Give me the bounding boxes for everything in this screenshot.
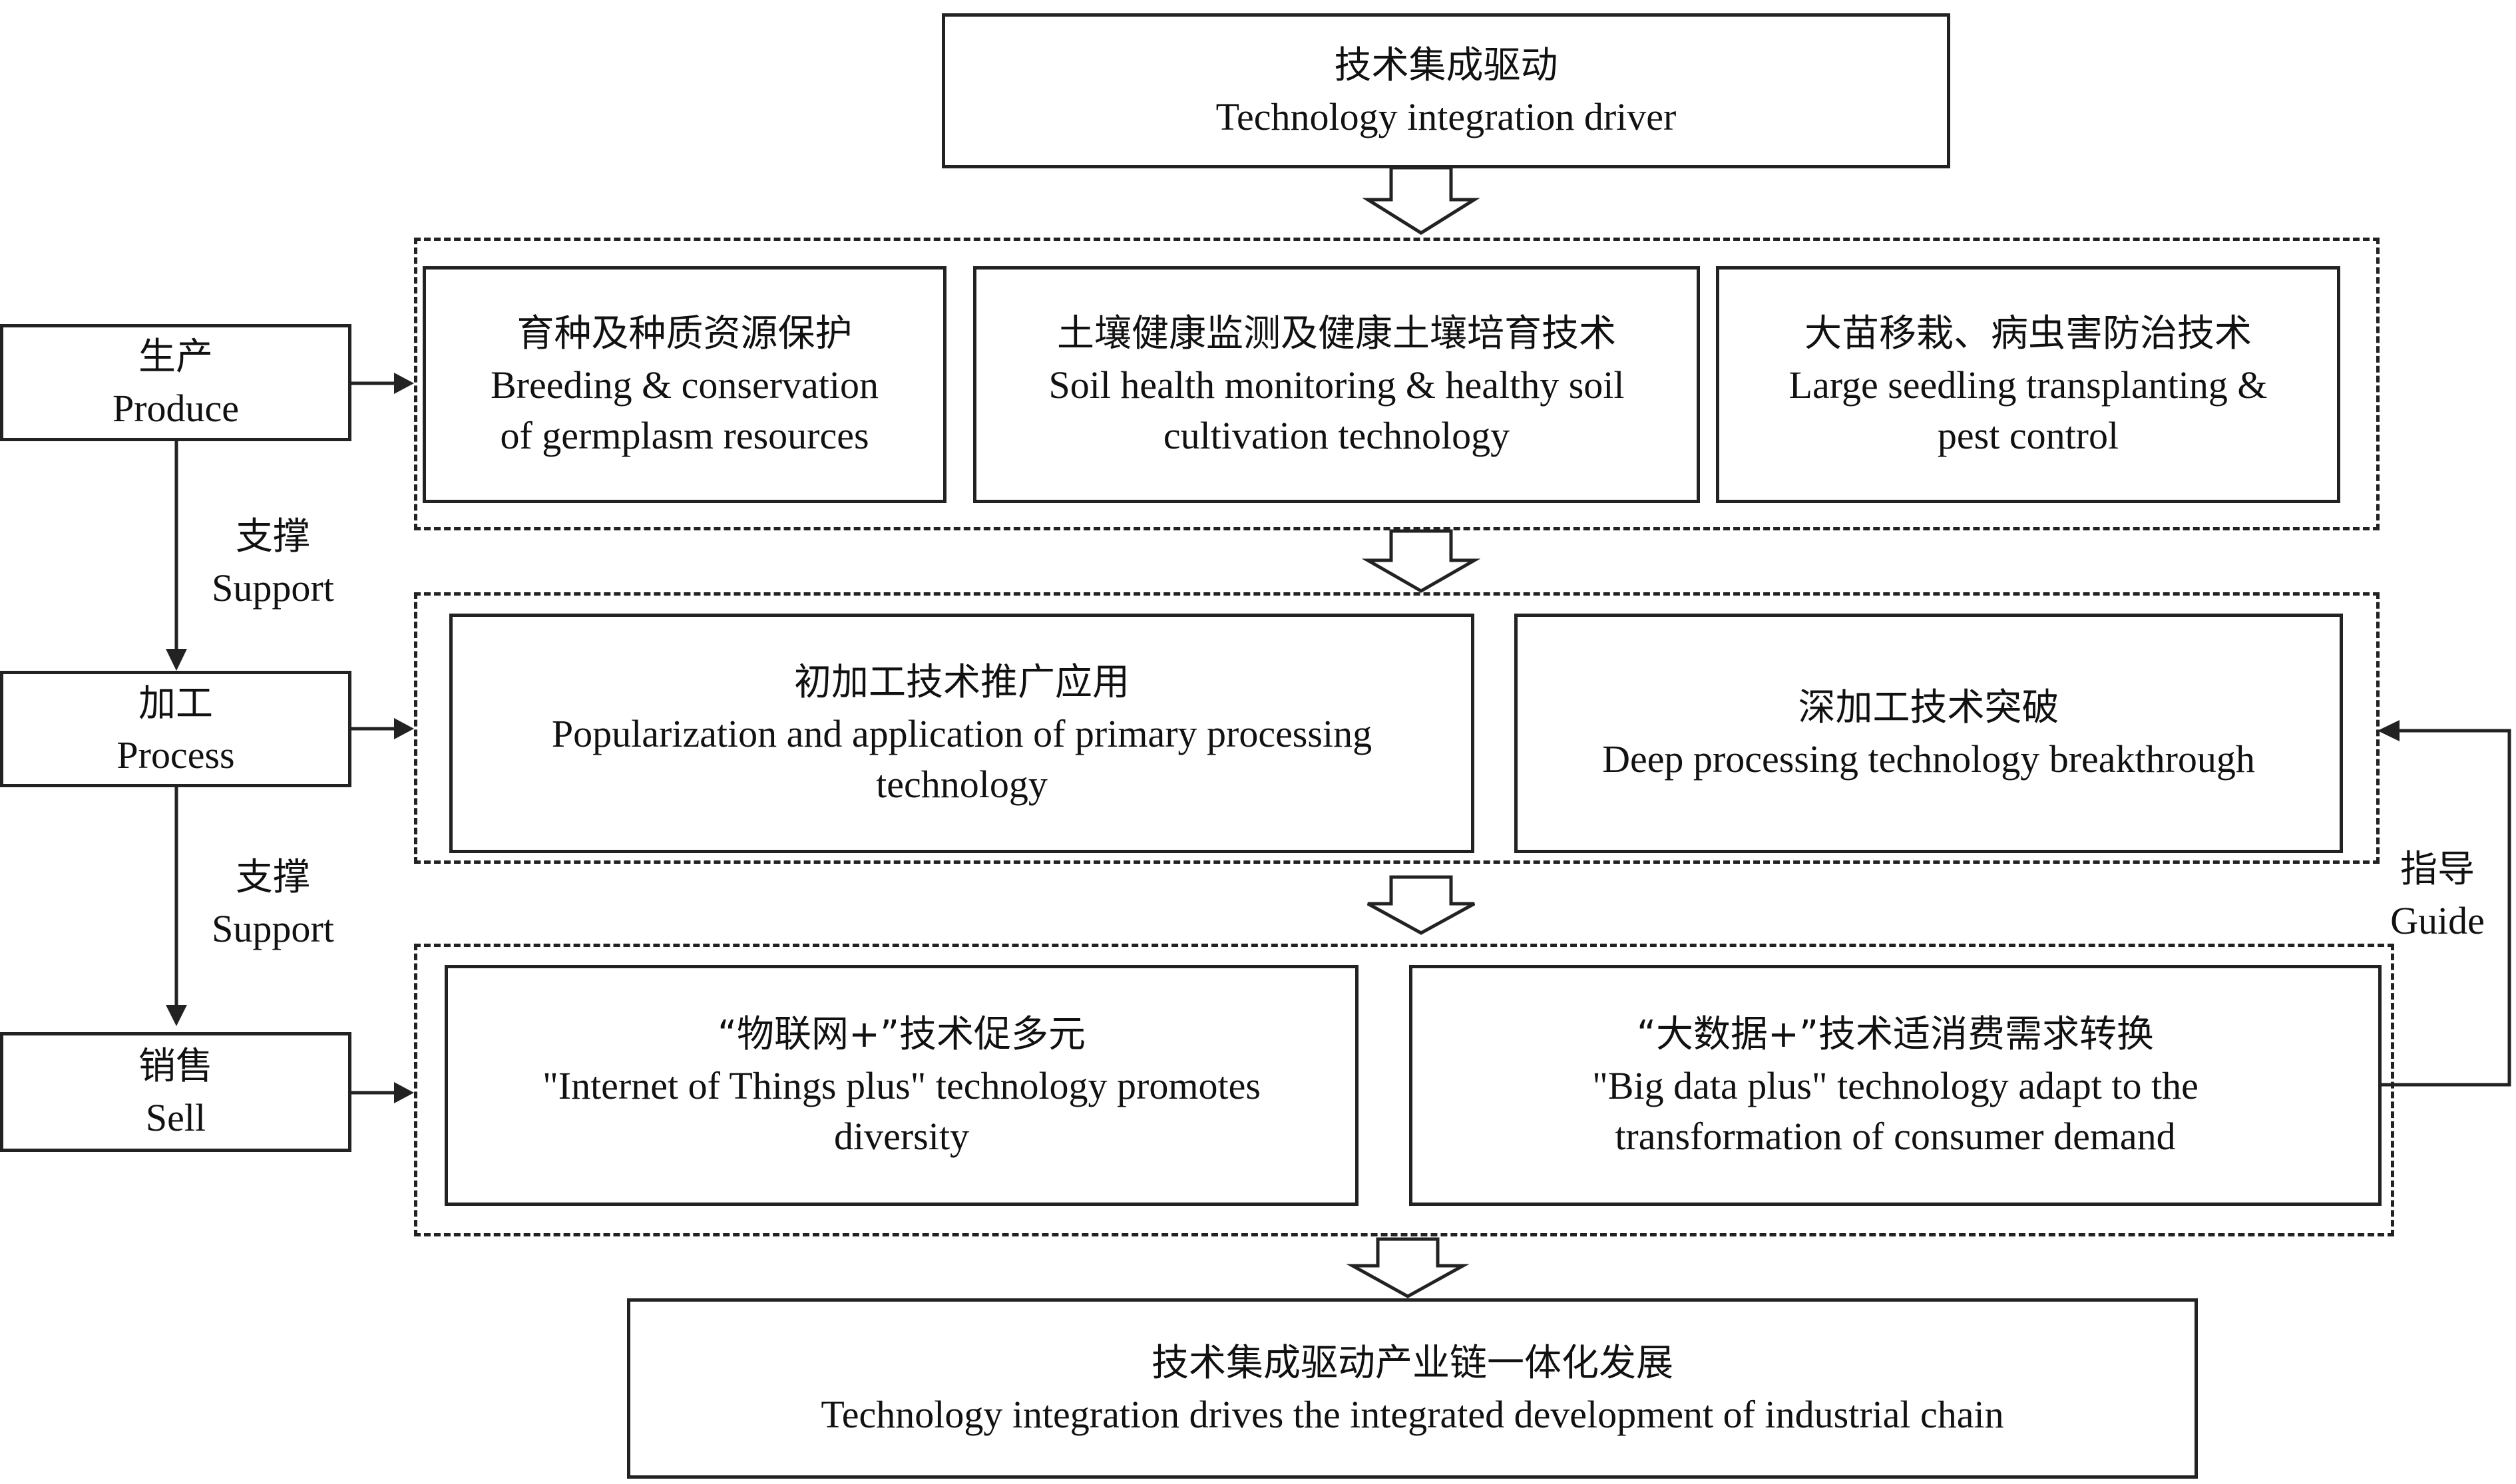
process-box: 加工 Process [0, 671, 351, 787]
flow-arrow-1 [1362, 166, 1480, 235]
sales-box-iot: “物联网+”技术促多元 "Internet of Things plus" te… [445, 965, 1359, 1206]
sales-box-bigdata: “大数据+”技术适消费需求转换 "Big data plus" technolo… [1409, 965, 2382, 1206]
support-label-2: 支撑 Support [196, 852, 349, 954]
produce-box: 生产 Produce [0, 324, 351, 441]
breeding-en-2: of germplasm resources [500, 414, 869, 457]
top-zh: 技术集成驱动 [1334, 43, 1558, 87]
primary-en-2: technology [876, 763, 1048, 806]
sales-technology-group [414, 944, 2394, 1236]
iot-zh: “物联网+”技术促多元 [718, 1013, 1086, 1056]
bottom-en: Technology integration drives the integr… [821, 1392, 2004, 1436]
support-1-zh: 支撑 [236, 515, 310, 558]
primary-en-1: Popularization and application of primar… [551, 712, 1372, 755]
process-arrow [350, 718, 414, 739]
breeding-zh: 育种及种质资源保护 [517, 312, 853, 355]
bigdata-en-2: transformation of consumer demand [1615, 1115, 2176, 1158]
production-box-breeding: 育种及种质资源保护 Breeding & conservation of ger… [423, 266, 946, 503]
bigdata-zh: “大数据+”技术适消费需求转换 [1637, 1013, 2154, 1056]
seedling-zh: 大苗移栽、病虫害防治技术 [1804, 312, 2252, 355]
seedling-en-2: pest control [1937, 414, 2119, 457]
process-zh: 加工 [138, 681, 213, 725]
support-1-en: Support [212, 566, 334, 610]
flow-arrow-4 [1346, 1237, 1470, 1298]
iot-en-1: "Internet of Things plus" technology pro… [542, 1064, 1261, 1107]
bigdata-en-1: "Big data plus" technology adapt to the [1592, 1064, 2199, 1107]
guide-label: 指导 Guide [2371, 844, 2504, 946]
production-box-soil: 土壤健康监测及健康土壤培育技术 Soil health monitoring &… [973, 266, 1700, 503]
support-arrow-2 [166, 787, 187, 1026]
breeding-en-1: Breeding & conservation [490, 363, 879, 407]
top-en: Technology integration driver [1215, 94, 1677, 138]
produce-arrow [350, 373, 414, 394]
support-2-en: Support [212, 907, 334, 950]
produce-zh: 生产 [138, 335, 213, 379]
soil-en-1: Soil health monitoring & healthy soil [1048, 363, 1625, 407]
sell-box: 销售 Sell [0, 1032, 351, 1152]
guide-en: Guide [2390, 899, 2485, 942]
deep-en-1: Deep processing technology breakthrough [1602, 737, 2255, 781]
production-technology-group [414, 238, 2380, 530]
processing-box-deep: 深加工技术突破 Deep processing technology break… [1514, 614, 2343, 853]
production-box-seedling: 大苗移栽、病虫害防治技术 Large seedling transplantin… [1716, 266, 2340, 503]
soil-zh: 土壤健康监测及健康土壤培育技术 [1057, 312, 1616, 355]
support-label-1: 支撑 Support [196, 511, 349, 614]
process-en: Process [116, 733, 235, 777]
seedling-en-1: Large seedling transplanting & [1788, 363, 2268, 407]
soil-en-2: cultivation technology [1163, 414, 1510, 457]
deep-zh: 深加工技术突破 [1798, 686, 2059, 729]
processing-technology-group [414, 592, 2380, 864]
sell-zh: 销售 [138, 1045, 213, 1088]
sell-arrow [350, 1082, 414, 1103]
integrated-development-box: 技术集成驱动产业链一体化发展 Technology integration dr… [627, 1298, 2198, 1479]
primary-zh: 初加工技术推广应用 [794, 661, 1130, 704]
support-arrow-1 [166, 441, 187, 671]
produce-en: Produce [112, 387, 240, 430]
flow-arrow-2 [1361, 529, 1481, 593]
guide-arrow [2378, 720, 2511, 1087]
sell-en: Sell [145, 1096, 206, 1139]
processing-box-primary: 初加工技术推广应用 Popularization and application… [449, 614, 1474, 853]
iot-en-2: diversity [834, 1115, 969, 1158]
technology-integration-driver-box: 技术集成驱动 Technology integration driver [942, 13, 1950, 168]
support-2-zh: 支撑 [236, 856, 310, 899]
bottom-zh: 技术集成驱动产业链一体化发展 [1152, 1341, 1673, 1385]
flow-arrow-3 [1366, 875, 1476, 935]
guide-zh: 指导 [2400, 848, 2475, 891]
